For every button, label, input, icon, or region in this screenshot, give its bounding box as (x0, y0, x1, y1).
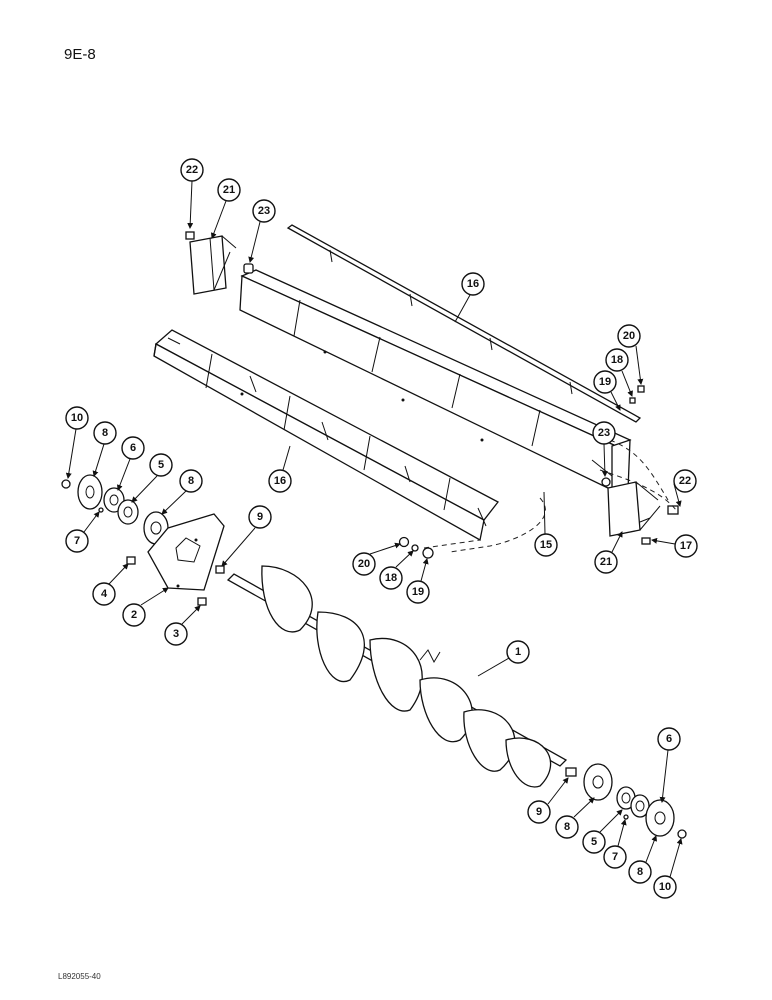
callout-label: 19 (412, 586, 424, 598)
callout-22-top: 22 (180, 158, 204, 182)
callout-label: 16 (467, 278, 479, 290)
callout-23-right: 23 (592, 421, 616, 445)
callout-5-left: 5 (149, 453, 173, 477)
callout-label: 2 (131, 609, 137, 621)
callout-label: 15 (540, 539, 552, 551)
callout-23-top: 23 (252, 199, 276, 223)
callout-9-left: 9 (248, 505, 272, 529)
callout-4: 4 (92, 582, 116, 606)
callout-label: 22 (679, 475, 691, 487)
callout-18-center: 18 (379, 566, 403, 590)
callout-7-right: 7 (603, 845, 627, 869)
callout-label: 5 (158, 459, 164, 471)
callout-3: 3 (164, 622, 188, 646)
callout-label: 8 (564, 821, 570, 833)
callout-1: 1 (506, 640, 530, 664)
callout-label: 23 (258, 205, 270, 217)
callout-label: 8 (637, 866, 643, 878)
callout-16-lower: 16 (268, 469, 292, 493)
bolt-upper (185, 231, 195, 240)
callout-label: 5 (591, 836, 597, 848)
callout-label: 20 (358, 558, 370, 570)
callout-label: 3 (173, 628, 179, 640)
callout-6-left: 6 (121, 436, 145, 460)
callout-label: 23 (598, 427, 610, 439)
callout-6-right: 6 (657, 727, 681, 751)
callout-21-top: 21 (217, 178, 241, 202)
callout-18-right: 18 (605, 348, 629, 372)
callout-7-left: 7 (65, 529, 89, 553)
bracket-upper-left (189, 235, 237, 295)
callout-label: 9 (536, 806, 542, 818)
callout-10-left: 10 (65, 406, 89, 430)
callout-8-right-a: 8 (555, 815, 579, 839)
callout-8-right-b: 8 (628, 860, 652, 884)
callout-label: 21 (600, 556, 612, 568)
callout-label: 10 (71, 412, 83, 424)
callout-8-left-a: 8 (93, 421, 117, 445)
page-code: 9E-8 (64, 46, 96, 63)
figure-code: L892055-40 (58, 972, 101, 981)
callout-label: 9 (257, 511, 263, 523)
callout-22-right: 22 (673, 469, 697, 493)
callout-21-right: 21 (594, 550, 618, 574)
nut-upper (243, 263, 254, 274)
callout-label: 18 (385, 572, 397, 584)
callout-label: 1 (515, 646, 521, 658)
callout-15: 15 (534, 533, 558, 557)
callout-19-right: 19 (593, 370, 617, 394)
callout-label: 4 (101, 588, 108, 600)
seal-strip-upper (286, 224, 642, 423)
hardware-right (601, 385, 679, 545)
bearing-group-right (583, 763, 687, 839)
callout-20-right: 20 (617, 324, 641, 348)
callout-label: 7 (612, 851, 618, 863)
callout-20-center: 20 (352, 552, 376, 576)
callout-label: 17 (680, 540, 692, 552)
callout-label: 8 (102, 427, 108, 439)
callouts: 22 21 23 16 20 18 19 23 22 15 21 17 16 2… (65, 158, 698, 899)
bearing-group-left (61, 474, 225, 606)
hardware-lower-center (398, 536, 434, 559)
callout-10-right: 10 (653, 875, 677, 899)
callout-label: 22 (186, 164, 198, 176)
callout-17: 17 (674, 534, 698, 558)
callout-label: 20 (623, 330, 635, 342)
callout-19-center: 19 (406, 580, 430, 604)
callout-label: 8 (188, 475, 194, 487)
callout-label: 21 (223, 184, 235, 196)
callout-2: 2 (122, 603, 146, 627)
callout-5-right: 5 (582, 830, 606, 854)
callout-label: 6 (130, 442, 136, 454)
callout-label: 18 (611, 354, 623, 366)
callout-label: 10 (659, 881, 671, 893)
callout-16-upper: 16 (461, 272, 485, 296)
callout-label: 19 (599, 376, 611, 388)
callout-label: 6 (666, 733, 672, 745)
callout-8-left-b: 8 (179, 469, 203, 493)
callout-label: 16 (274, 475, 286, 487)
leader-lines (65, 180, 683, 878)
auger (226, 565, 577, 788)
callout-label: 7 (74, 535, 80, 547)
callout-9-right: 9 (527, 800, 551, 824)
